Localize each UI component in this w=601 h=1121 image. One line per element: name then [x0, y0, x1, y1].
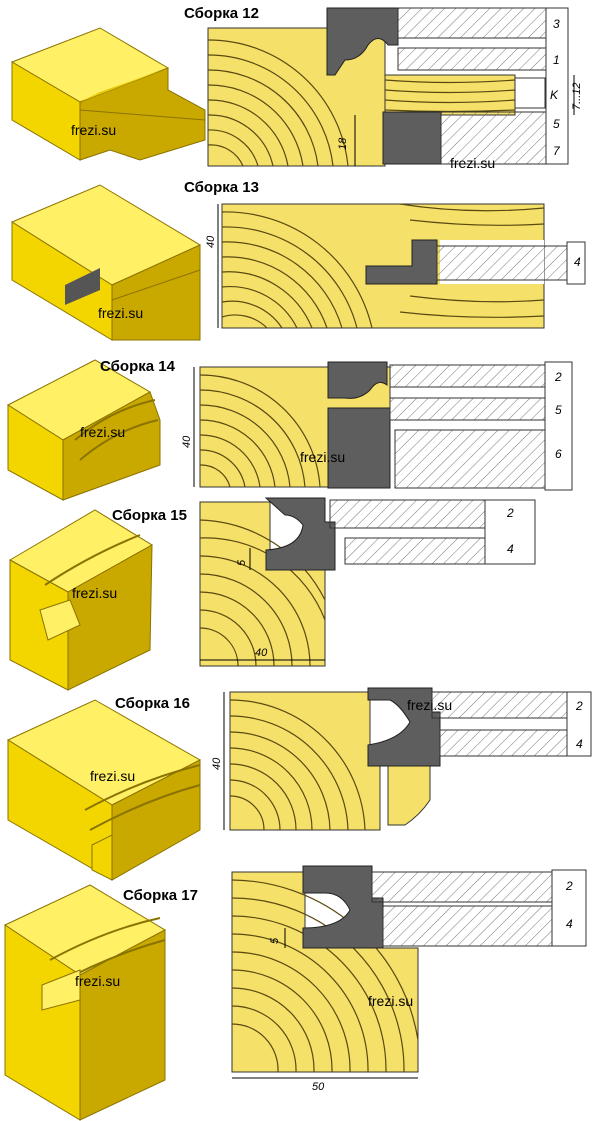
part-label: 2 [554, 370, 562, 384]
watermark: frezi.su [450, 155, 495, 171]
watermark: frezi.su [80, 424, 125, 440]
wood-workpiece [199, 501, 326, 667]
part-label: 7 [553, 144, 561, 158]
assembly-title: Сборка 13 [184, 179, 259, 196]
watermark: frezi.su [98, 305, 143, 321]
block-3d [10, 184, 202, 341]
block-3d [6, 359, 161, 501]
watermark: frezi.su [407, 697, 452, 713]
part-label: 5 [555, 403, 562, 417]
part-label: 2 [506, 506, 514, 520]
part-label: 4 [507, 542, 514, 556]
part-label: 2 [575, 699, 583, 713]
part-label: 4 [566, 917, 573, 931]
dim-label: 7...12 [571, 82, 583, 110]
dim-label: 40 [211, 757, 223, 770]
part-label: 6 [555, 447, 562, 461]
assembly-title: Сборка 12 [184, 5, 259, 22]
watermark: frezi.su [368, 993, 413, 1009]
assembly-16: Сборка 16 2 4 40 frezi.su frezi.su [6, 687, 592, 881]
cutter-body [397, 7, 569, 165]
part-label: 4 [576, 737, 583, 751]
watermark: frezi.su [90, 768, 135, 784]
dim-label: 5 [269, 937, 281, 944]
block-3d [8, 509, 153, 691]
part-label: 1 [553, 53, 560, 67]
assembly-13: Сборка 13 4 [10, 179, 586, 341]
cutter-body [371, 869, 587, 947]
cutter-profile [327, 361, 391, 489]
wood-workpiece [229, 691, 431, 831]
block-3d [10, 27, 206, 161]
dim-label: 40 [255, 647, 268, 659]
watermark: frezi.su [75, 973, 120, 989]
assembly-title: Сборка 16 [115, 695, 190, 712]
watermark: frezi.su [71, 122, 116, 138]
cutter-profile [326, 7, 442, 165]
dim-label: 5 [236, 559, 248, 566]
part-label: 3 [553, 17, 560, 31]
cutter-body [329, 499, 536, 565]
dim-label: 40 [205, 235, 217, 248]
assembly-title: Сборка 15 [112, 507, 187, 524]
dim-label: 18 [337, 137, 349, 150]
watermark: frezi.su [72, 585, 117, 601]
cutter-body [431, 691, 592, 757]
cutter-profile [264, 497, 336, 571]
cutter-profile [365, 239, 438, 285]
assembly-12: Сборка 12 [10, 5, 583, 171]
part-label: 4 [574, 255, 581, 269]
assembly-title: Сборка 14 [100, 358, 176, 375]
block-3d [3, 884, 167, 1121]
assembly-14: Сборка 14 2 5 6 40 [6, 358, 573, 501]
wood-workpiece [231, 871, 419, 1073]
dim-label: K [550, 88, 559, 102]
part-label: 2 [565, 879, 573, 893]
cutter-body [389, 361, 573, 491]
block-3d [6, 699, 202, 881]
watermark: frezi.su [300, 449, 345, 465]
assembly-title: Сборка 17 [123, 887, 198, 904]
dim-label: 50 [312, 1081, 325, 1093]
cutter-body [436, 241, 586, 285]
cutter-profile [367, 687, 441, 767]
cutter-profile [302, 865, 384, 949]
assembly-15: Сборка 15 2 4 5 40 frezi.su [8, 497, 536, 691]
part-label: 5 [553, 117, 560, 131]
assembly-17: Сборка 17 2 4 5 50 fre [3, 865, 587, 1121]
dim-label: 40 [181, 435, 193, 448]
